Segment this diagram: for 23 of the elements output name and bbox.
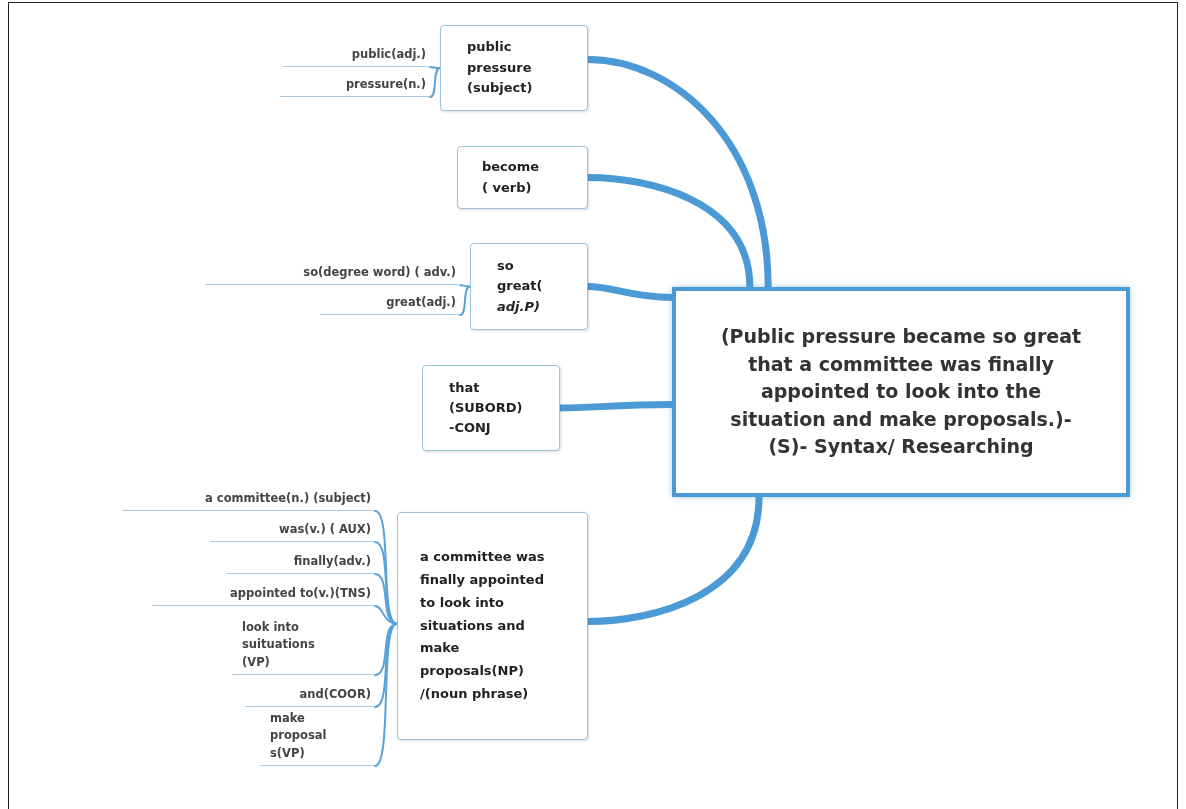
topic-box: so great( adj.P) bbox=[470, 243, 588, 330]
subtopic-label: public(adj.) bbox=[283, 48, 430, 67]
subtopic-label: and(COOR) bbox=[245, 688, 375, 707]
branch-line bbox=[374, 510, 398, 625]
subtopic-label: great(adj.) bbox=[320, 296, 460, 315]
topic-box: a committee was finally appointed to look into situations and make proposals(NP) /(noun phrase) bbox=[397, 512, 588, 740]
branch-line bbox=[374, 622, 398, 708]
branch-line bbox=[429, 67, 441, 98]
subtopic-label: so(degree word) ( adv.) bbox=[205, 266, 460, 285]
subtopic-label: appointed to(v.)(TNS) bbox=[152, 587, 375, 606]
subtopic-label: pressure(n.) bbox=[280, 78, 430, 97]
subtopic-label: finally(adv.) bbox=[227, 555, 375, 574]
subtopic-label: a committee(n.) (subject) bbox=[122, 490, 375, 511]
central-topic-box: (Public pressure became so great that a committee was finally appointed to look into the situation and make proposals.)-(S)- Syntax/ Researching bbox=[672, 287, 1130, 497]
branch-line bbox=[459, 284, 471, 288]
subtopic-label: was(v.) ( AUX) bbox=[210, 523, 375, 542]
branch-line bbox=[459, 285, 471, 316]
topic-box: become ( verb) bbox=[457, 146, 588, 209]
topic-box: that (SUBORD) -CONJ bbox=[422, 365, 560, 451]
branch-line bbox=[374, 622, 398, 767]
topic-box: public pressure (subject) bbox=[440, 25, 588, 111]
subtopic-label: make proposal s(VP) bbox=[260, 712, 375, 766]
subtopic-label: look into suituations (VP) bbox=[232, 612, 375, 675]
